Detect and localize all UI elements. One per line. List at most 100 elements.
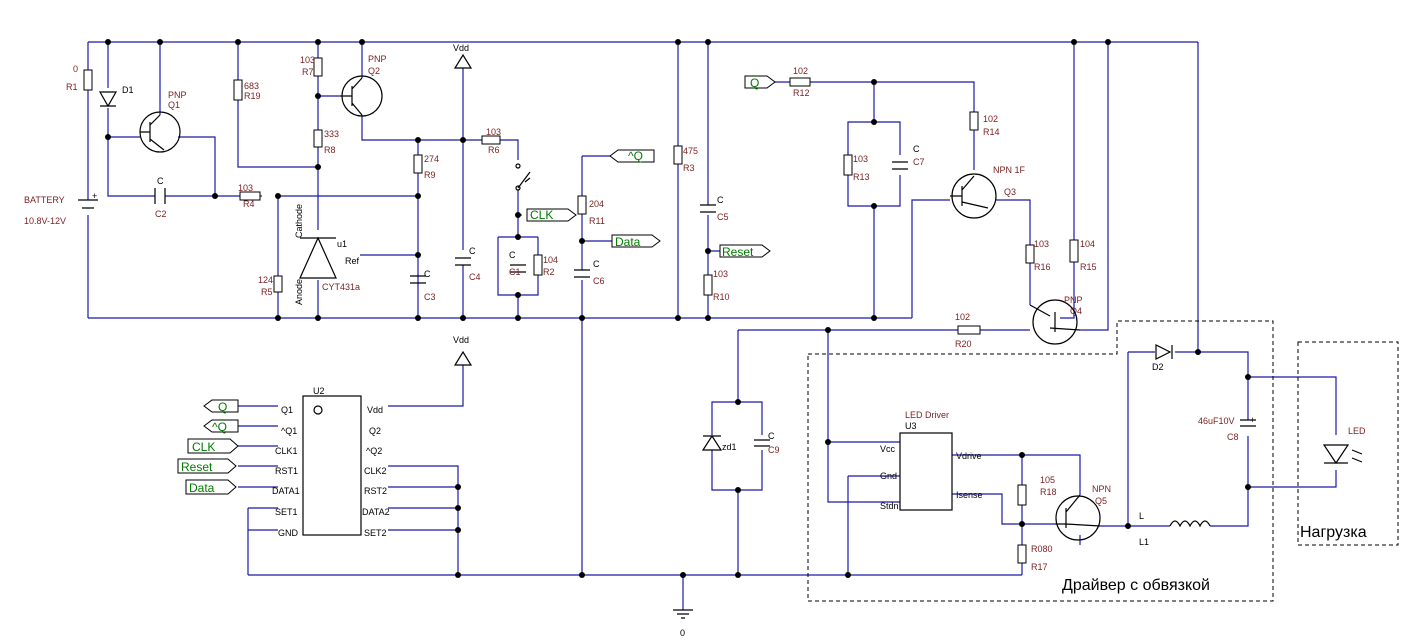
u2-port-data [185,479,237,495]
r7-value: 103 [300,55,315,65]
r19-value: 683 [244,81,259,91]
u3-gnd: Gnd [880,471,897,481]
r2-ref: R2 [543,267,555,277]
r13-ref: R13 [853,172,870,182]
u2-pin-clk1: CLK1 [275,446,298,456]
c2-ref: C2 [155,209,167,219]
port-q [744,75,776,89]
r12-ref: R12 [793,88,810,98]
l1-ref: L1 [1139,537,1149,547]
q1-ref: Q1 [168,100,180,110]
u3-vcc: Vcc [880,444,896,454]
load-region [1297,341,1399,546]
q2-type: PNP [368,54,387,64]
r8-value: 333 [324,129,339,139]
svg-text:+: + [92,191,97,201]
r11-ref: R11 [589,216,605,226]
r4-value: 103 [238,183,253,193]
c3-ref: C3 [424,292,436,302]
inductor-symbol [1169,520,1211,528]
l1-value: L [1139,511,1144,521]
r9-ref: R9 [424,170,436,180]
q5-ref: Q5 [1095,496,1107,506]
c6-value: C [593,259,600,269]
r2-value: 104 [543,255,558,265]
battery-name: BATTERY [24,195,65,205]
port-reset [719,244,771,258]
transistor-symbols [139,75,1101,541]
u1-part: CYT431a [322,282,360,292]
u2-port-q [203,399,239,413]
r3-ref: R3 [683,163,695,173]
q1-type: PNP [168,90,187,100]
port-notq-text: ^Q [628,149,643,163]
u2-pin-set2: SET2 [364,528,387,538]
load-region-label: Нагрузка [1300,524,1367,541]
r11-value: 204 [589,199,604,209]
u2-body [302,395,362,536]
u2-pin-data1: DATA1 [272,486,300,496]
component-labels: 0 R1 D1 PNP Q1 683 R19 103 R7 PNP Q2 333… [24,43,1366,638]
port-data-text: Data [615,235,641,249]
u2-pin-set1: SET1 [275,507,298,517]
q5-type: NPN [1092,484,1111,494]
vdd-arrows [453,53,473,366]
u2-port-reset-text: Reset [181,460,213,474]
resistor-bodies [83,57,1079,564]
u2-port-reset [177,458,237,474]
dashed-regions [807,320,1399,602]
diode-symbols [98,91,1363,465]
c1-value: C [509,250,516,260]
u1-anode: Anode [294,279,304,305]
vdd-bottom-label: Vdd [453,335,469,345]
port-data [611,234,661,248]
r20-value: 102 [955,312,970,322]
c5-value: C [717,195,724,205]
r12-value: 102 [793,66,808,76]
r18-ref: R18 [1040,487,1057,497]
capacitor-plates: + [154,161,1256,447]
battery-voltage: 10.8V-12V [24,216,66,226]
vdd-top-label: Vdd [453,43,469,53]
u2-pin-rst2: RST2 [364,486,387,496]
svg-text:+: + [1250,415,1255,425]
u3-vdrive: Vdrive [956,451,982,461]
junctions [105,39,1251,578]
r3-value: 475 [683,146,698,156]
r15-ref: R15 [1080,262,1097,272]
q3-type: NPN 1F [993,165,1026,175]
r15-value: 104 [1080,239,1095,249]
c4-value: C [469,246,476,256]
u3-stdn: Stdn [880,501,899,511]
driver-region-label: Драйвер с обвязкой [1062,577,1210,594]
r8-ref: R8 [324,145,336,155]
r14-value: 102 [983,114,998,124]
c6-ref: C6 [593,276,605,286]
r5-ref: R5 [261,287,273,297]
u3-ref: U3 [905,421,917,431]
r4-ref: R4 [243,199,255,209]
r19-ref: R19 [244,91,261,101]
u2-pin-data2: DATA2 [362,507,390,517]
d1-ref: D1 [122,85,134,95]
r1-value: 0 [73,64,78,74]
c2-value: C [157,176,164,186]
u3-isense: Isense [956,490,983,500]
u2-pin-clk2: CLK2 [364,466,387,476]
c9-ref: C9 [768,445,780,455]
port-tags: CLK ^Q Data Reset Q Q ^Q CLK Reset Data [177,75,776,495]
c8-ref: C8 [1227,432,1239,442]
r7-ref: R7 [302,67,314,77]
port-q-text: Q [750,76,759,90]
port-clk-text: CLK [530,208,553,222]
port-clk [526,208,577,222]
r20-ref: R20 [955,339,972,349]
r17-ref: R17 [1031,562,1048,572]
u1-ref-pin: Ref [345,256,360,266]
u2-pin-notq2: ^Q2 [366,446,382,456]
u2-pin-labels: Q1 ^Q1 CLK1 RST1 DATA1 SET1 GND Vdd Q2 ^… [272,405,390,538]
c8-value: 46uF10V [1198,416,1235,426]
q2-ref: Q2 [368,66,380,76]
r10-ref: R10 [713,292,730,302]
r9-value: 274 [424,154,439,164]
